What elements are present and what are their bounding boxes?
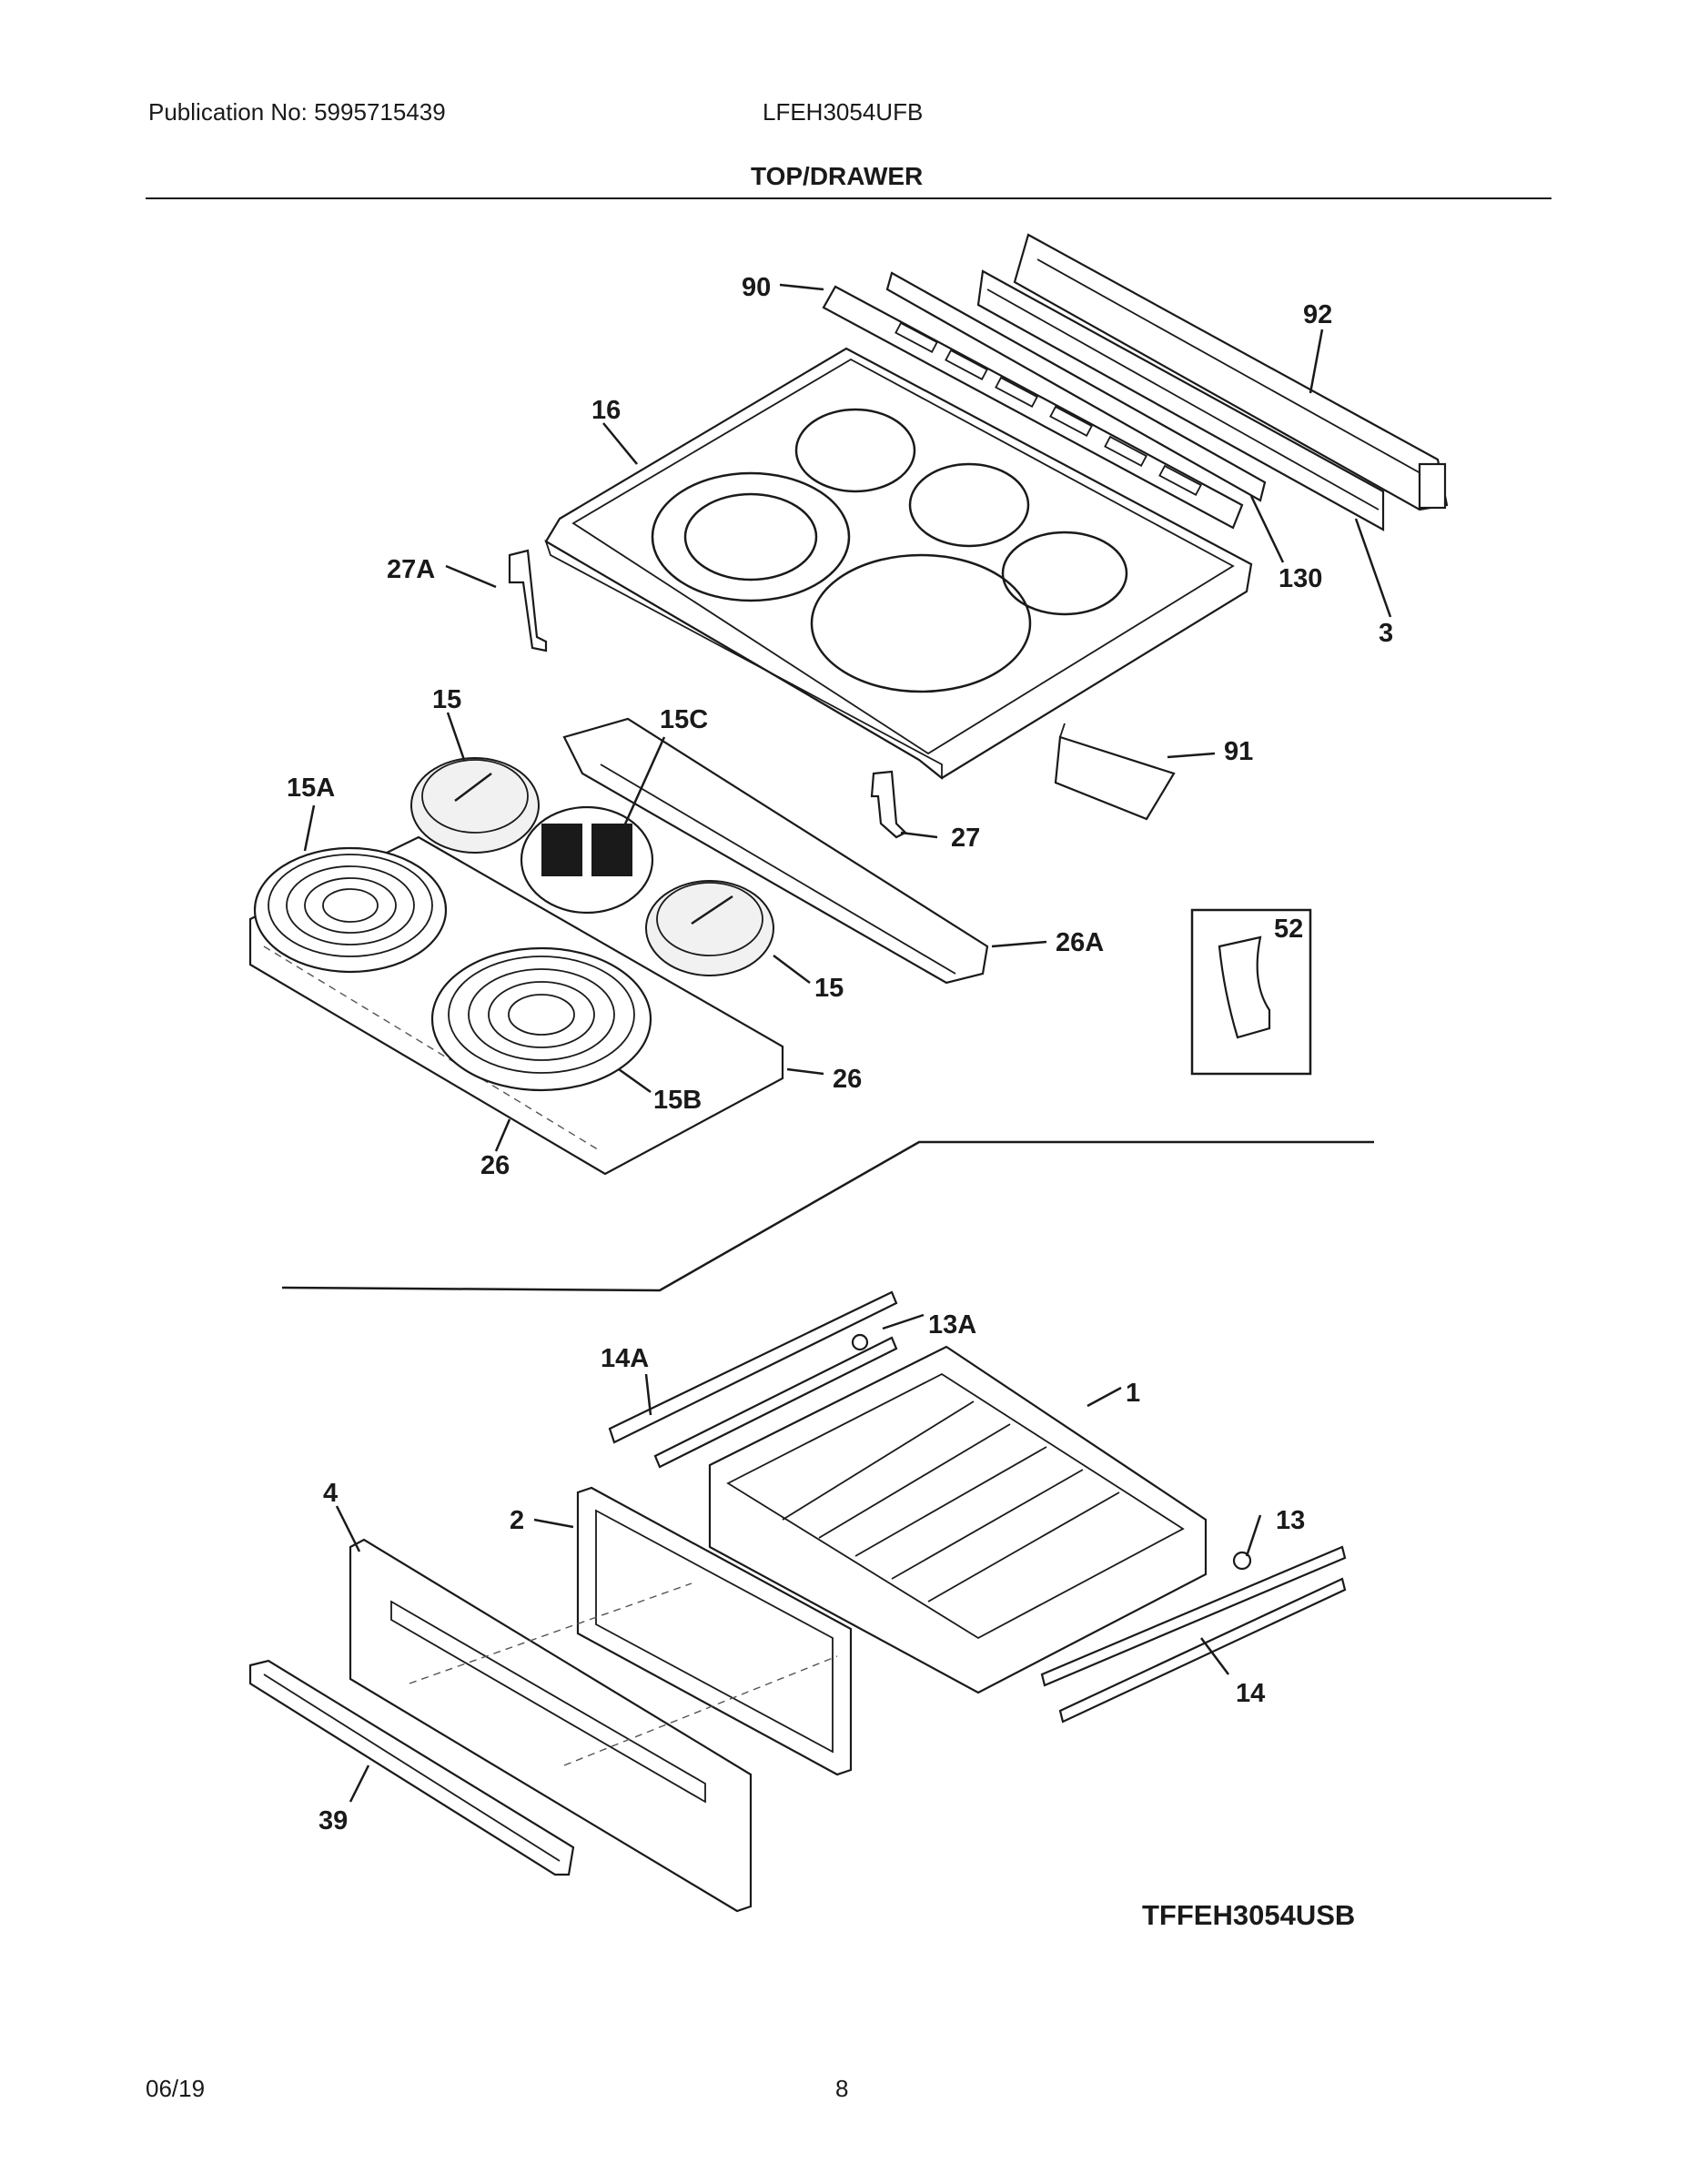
callout-27: 27 [951,824,980,853]
diagram-model-label: TFFEH3054USB [1142,1899,1355,1931]
callout-4: 4 [323,1479,338,1508]
callout-26-right: 26 [833,1065,862,1094]
callout-52: 52 [1274,915,1303,944]
callout-26-left: 26 [480,1151,510,1180]
callout-15B: 15B [653,1086,702,1115]
footer-page-number: 8 [835,2075,849,2102]
header-rule [146,197,1552,199]
callout-26A: 26A [1056,928,1104,957]
drawer-handle-39 [248,1659,575,1876]
coil-element-15A [253,846,448,974]
bracket-27 [870,770,907,839]
drawer-rail-14 [1040,1545,1347,1724]
leader-lines [303,283,1392,1803]
inset-part-52 [1190,908,1312,1076]
vent-trim-90 [822,285,1244,530]
drawer-rail-14A [608,1290,898,1469]
callout-1: 1 [1126,1379,1140,1408]
element-bracket-26A [562,717,989,985]
drawer-box-1 [708,1345,1208,1694]
callout-130: 130 [1279,564,1322,593]
radiant-element-15-bottom [645,880,774,976]
drawer-front-4 [349,1538,753,1913]
callout-15A: 15A [287,774,335,803]
section-title: TOP/DRAWER [751,162,924,190]
rail-130 [885,271,1267,502]
footer-date: 06/19 [146,2075,206,2102]
callout-3: 3 [1379,619,1393,648]
callout-15-bottom: 15 [814,974,844,1003]
callout-15C: 15C [660,705,708,734]
cooktop-glass-16 [544,347,1253,780]
coil-element-15B [430,946,652,1092]
callout-13: 13 [1276,1506,1305,1535]
drawer-inner-panel-2 [576,1486,853,1776]
publication-number: Publication No: 5995715439 [148,98,446,126]
callout-13A: 13A [928,1310,976,1340]
callout-90: 90 [742,273,771,302]
callout-92: 92 [1303,300,1332,329]
bracket-27A [508,549,548,652]
dual-element-15C [520,805,654,915]
callout-2: 2 [510,1506,524,1535]
callout-27A: 27A [387,555,435,584]
radiant-element-15-top [410,757,540,854]
model-number: LFEH3054UFB [763,98,924,126]
callout-15-top: 15 [432,685,461,714]
callout-14A: 14A [601,1344,649,1373]
callout-39: 39 [318,1806,348,1835]
callout-14: 14 [1236,1679,1265,1708]
rail-3 [976,269,1385,531]
section-divider [281,1140,1374,1292]
rear-rail-92 [1013,233,1449,511]
callout-91: 91 [1224,737,1253,766]
bracket-91 [1054,723,1176,821]
callout-16: 16 [591,396,621,425]
